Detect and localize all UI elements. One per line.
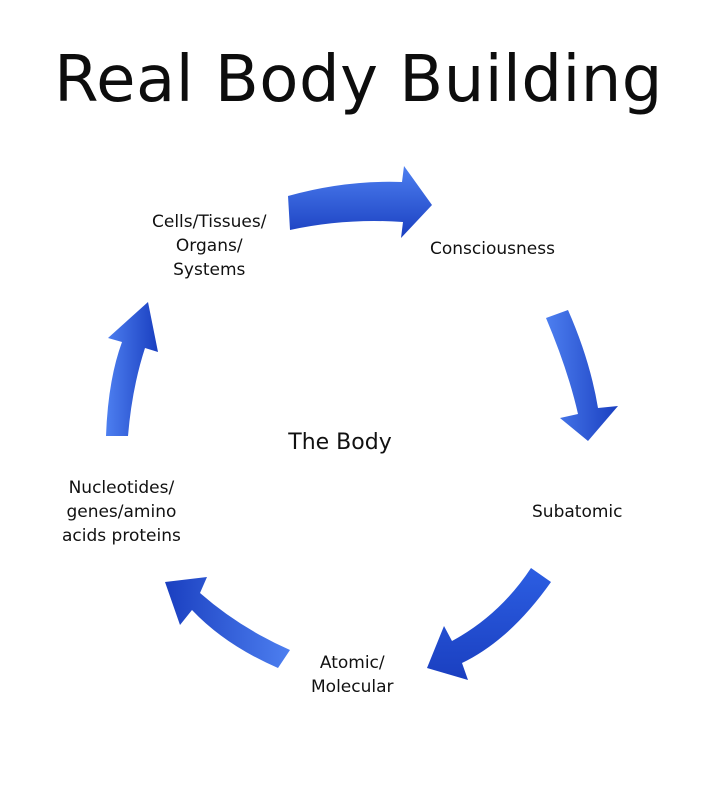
node-cells-tissues: Cells/Tissues/ Organs/ Systems [152, 210, 266, 282]
node-subatomic: Subatomic [532, 500, 622, 524]
arrow-consciousness-to-subatomic [546, 310, 618, 441]
center-label: The Body [288, 430, 392, 455]
node-text-line: Organs/ [175, 236, 243, 256]
node-atomic-molecular: Atomic/ Molecular [311, 651, 394, 699]
node-text-line: Systems [173, 260, 246, 280]
node-text-line: Cells/Tissues/ [152, 212, 267, 232]
diagram-title: Real Body Building [54, 43, 663, 117]
node-text-line: Molecular [311, 677, 394, 697]
node-text-line: acids proteins [62, 526, 181, 546]
node-text-line: Consciousness [430, 239, 555, 259]
node-text-line: genes/amino [66, 502, 177, 522]
arrow-atomic-to-nucleotides [165, 577, 290, 668]
arrow-nucleotides-to-cells [106, 302, 158, 436]
node-text-line: Nucleotides/ [68, 478, 175, 498]
node-consciousness: Consciousness [430, 237, 555, 261]
arrow-cells-to-consciousness [288, 166, 432, 238]
arrow-subatomic-to-atomic [427, 568, 551, 680]
node-text-line: Subatomic [532, 502, 623, 522]
node-text-line: Atomic/ [319, 653, 385, 673]
node-nucleotides: Nucleotides/ genes/amino acids proteins [62, 476, 181, 548]
